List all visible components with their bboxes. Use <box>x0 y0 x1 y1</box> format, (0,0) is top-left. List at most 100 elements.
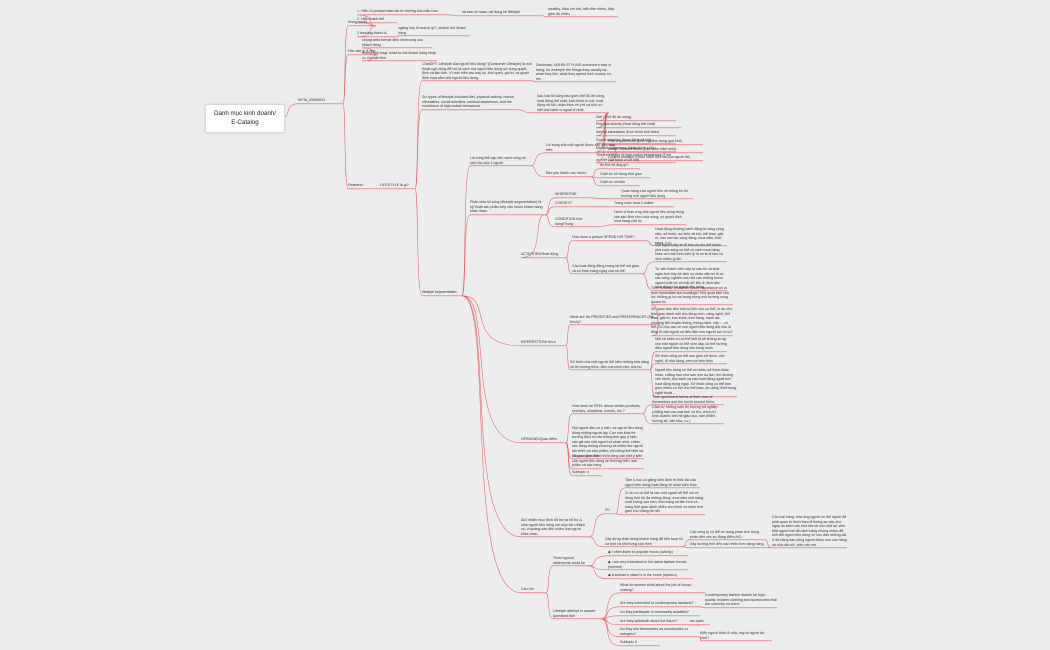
topic-mm1a[interactable]: tại sao nó hoáu, vai đúng kế lifestyle <box>462 10 520 14</box>
connector-line <box>461 295 522 594</box>
topic-w2a[interactable]: Trong cuộc mua 1 online <box>614 201 654 205</box>
topic-op2[interactable]: Mọi người đều có ý kiến, và người tiêu d… <box>572 426 644 458</box>
connector-line <box>361 47 379 56</box>
topic-act1[interactable]: How does a person SPEND HIS TIME? <box>572 235 635 239</box>
topic-lsa1[interactable]: Lối sống thể cập đến cách sống và sinh t… <box>470 156 526 165</box>
topic-qs2f[interactable]: Subtopic 6 <box>620 640 637 644</box>
topic-aio[interactable]: AIO nhắm mục đích hỗ trợ và hỗ trợ & chi… <box>521 518 586 536</box>
topic-s5[interactable]: Medical awareness (Nhận thức y tế) <box>596 146 654 150</box>
topic-op4[interactable]: Subtopic 4 <box>572 470 589 474</box>
topic-research[interactable]: Research <box>348 183 364 187</box>
topic-l1a[interactable]: Dictionary: NGHĨA STYLING someone's way … <box>536 63 612 81</box>
topic-w2[interactable]: CONTEXT <box>555 201 573 205</box>
topic-aio2a1[interactable]: Các loại hàng, nhà ứng người có thể ngườ… <box>772 515 847 547</box>
topic-int1a[interactable]: Their interest: what their place importa… <box>651 286 729 304</box>
topic-mongmuon[interactable]: Mong muốn <box>348 20 367 24</box>
topic-l2[interactable]: Six types of lifestyle included diet, ph… <box>422 95 515 109</box>
topic-int2[interactable]: Sở thích của một người thể hiện những kh… <box>570 360 649 369</box>
topic-l1[interactable]: ChatGPT: Lifestyle của người tiêu dùng? … <box>422 62 532 80</box>
topic-w3a[interactable]: Hành vi thao ứng của người tiêu dùng tro… <box>614 210 684 224</box>
topic-mm2[interactable]: 2. Hiểu thành tiết <box>357 17 385 21</box>
connector-line <box>584 197 622 200</box>
topic-qs1a[interactable]: ◆ I often listen to popular music (activ… <box>608 550 673 554</box>
topic-qs2b1[interactable]: Contemporary fashion stands for high-qua… <box>705 593 777 607</box>
topic-qs2[interactable]: Lifestyle attempt to answer questions li… <box>553 609 596 618</box>
topic-op[interactable]: OPINIONS/Quan điểm <box>521 437 558 441</box>
topic-aio2a[interactable]: Các công ty có thể sử dụng phân tích tro… <box>690 530 759 539</box>
topic-mvm[interactable]: MVTa_20050003 <box>298 98 326 102</box>
topic-act2a[interactable]: Một người dấy xe lễ làm và cho thể khám … <box>655 243 723 261</box>
connector-line <box>641 404 653 415</box>
connector-line <box>544 197 556 216</box>
topic-mm1b[interactable]: wealthy, thảo với hai, hiểu tiền nhiều, … <box>548 7 615 16</box>
topic-mm3a[interactable]: ngặng hay đi search gì?, search thử khác… <box>398 26 467 35</box>
topic-hoi2[interactable]: những tính bagi: what so the khách hàng … <box>362 51 437 60</box>
topic-qs2d[interactable]: Are they optimistic about the future? <box>620 619 678 623</box>
topic-s3[interactable]: Mental stimulation (Kích thích tinh thần… <box>596 130 660 134</box>
connector-line <box>531 80 537 83</box>
topic-w3[interactable]: CONDITION khả dụng/Trong <box>555 217 582 226</box>
root-topic[interactable]: Danh mục kinh doanh/ E-Catalog <box>205 104 285 133</box>
connector-line <box>565 324 571 347</box>
connector-line <box>588 513 606 538</box>
topic-qs2e1[interactable]: Kiểu người thích ở nhà, hay là người ăn … <box>700 631 765 640</box>
topic-s4[interactable]: Social activities (Hoạt động xã hội) <box>596 138 652 142</box>
connector-line <box>599 224 615 228</box>
topic-int1[interactable]: What are his PRIORITIES and PREFERENCES … <box>570 315 654 324</box>
topic-aio1a[interactable]: Tâm lí học cố giảng viên định tri thức đ… <box>625 478 697 487</box>
topic-aio2[interactable]: Xây dựng chân dung khách hàng để tiến ho… <box>605 537 683 546</box>
topic-hoi1[interactable]: chúng weld format điều ohnhvong của khác… <box>362 38 423 47</box>
topic-lifestyle[interactable]: LIFESTYLE là gì? <box>380 183 409 187</box>
connector-line <box>414 188 423 297</box>
connector-line <box>565 240 573 259</box>
connector-line <box>544 214 556 228</box>
topic-qs2b[interactable]: Are they interested in contemporary fash… <box>620 601 694 605</box>
topic-int2a[interactable]: Một cá nhân có có thể biết là sẽ không s… <box>655 337 727 351</box>
topic-qs1c[interactable]: ◆ A woman's place is in the home (opinio… <box>608 573 677 577</box>
connector-line <box>600 618 621 647</box>
topic-qs1[interactable]: Three typical statements could be <box>553 556 586 565</box>
topic-p2[interactable]: Innate characteristics (Đặc điểm bẩm sin… <box>608 147 677 151</box>
topic-lsa1b[interactable]: Bảo yếu thành các nhóm: <box>546 171 587 175</box>
topic-p1[interactable]: Past experiences (Kinh nghiệm trong quá … <box>608 139 683 143</box>
topic-qs2a[interactable]: What do women think about the job of hou… <box>620 583 693 592</box>
topic-lsa[interactable]: lifestyle segmentation <box>422 290 457 294</box>
topic-s1[interactable]: Diet (Chế độ ăn uống) <box>596 115 632 119</box>
topic-int2c[interactable]: Người tiêu dùng có thể có nhiều sở thích… <box>655 368 737 395</box>
topic-act2b[interactable]: Tư vấn thành viên cấp tư cáo tín và khai… <box>655 267 724 290</box>
topic-act1a[interactable]: Hoạt động thường hành động là cáng công … <box>655 227 724 245</box>
topic-qs1b[interactable]: ◆ I am very interested in the latest fas… <box>608 560 687 569</box>
topic-b3[interactable]: Cách tự chi tiêu <box>600 180 626 184</box>
topic-qs2e[interactable]: Do they see themselves as homebodies or … <box>620 627 688 636</box>
topic-int2b[interactable]: Sở thích cũng có thể sao gồm sở thích, v… <box>655 354 725 363</box>
topic-lsa2[interactable]: Phân chia lối sống (lifestyle segmentati… <box>470 200 543 214</box>
topic-qs[interactable]: Câu hỏi <box>521 587 534 591</box>
topic-op1b[interactable]: Cách tư những luận thị trường tốt nghiệp… <box>652 405 718 423</box>
topic-qs2c[interactable]: Do they participate in community activit… <box>620 610 689 614</box>
connector-line <box>600 606 621 620</box>
topic-int1b[interactable]: Sở quan tâm đến một số lĩnh vực cụ thể, … <box>651 307 733 334</box>
topic-op3[interactable]: Các ưu quan niệm thị trưởng cần biết ý k… <box>572 454 643 468</box>
topic-int[interactable]: INTERESTS/Sở thích <box>521 340 556 344</box>
topic-op1[interactable]: How does he FEEL about certain products,… <box>572 404 641 413</box>
topic-qs2d1[interactable]: lạc quan <box>690 619 704 623</box>
topic-mm1[interactable]: 1. Hiểu rõ product thao tác từ trưởng củ… <box>357 9 438 13</box>
topic-w1[interactable]: WHERE/THE <box>555 192 577 196</box>
topic-w1a[interactable]: Quan trọng của người tiêu về thông tin t… <box>621 189 688 198</box>
topic-l2a[interactable]: Sáu loại lối sống bao gồm chế độ ăn uống… <box>537 94 606 112</box>
topic-act2[interactable]: Các hoạt động đáng mang lại thể mà gian … <box>572 264 639 273</box>
topic-hoi[interactable]: Hỏi: cần gì ở app <box>348 49 376 53</box>
connector-line <box>342 54 349 105</box>
topic-mm3[interactable]: 3 tracking thành tồ <box>357 31 387 35</box>
topic-aio1[interactable]: PD <box>605 508 610 512</box>
topic-s2[interactable]: Physical activity (Hoạt động thể chất) <box>596 122 656 126</box>
topic-aio2b[interactable]: Xây hướng tính đến các nhiều hơn đang hà… <box>690 542 764 546</box>
topic-act[interactable]: ACTIVITIES/Hoạt động <box>521 252 559 256</box>
topic-aio1b[interactable]: Vì dụ nó có thể là vào một người sẽ thể … <box>625 491 704 514</box>
topic-op1a[interactable]: Their opinions in terms of their view of… <box>652 395 715 404</box>
topic-b2[interactable]: Cách tự sử dụng thời gian <box>600 172 642 176</box>
topic-b1[interactable]: Ăn thế đó ăng gì? <box>600 163 629 167</box>
topic-s6[interactable]: The excellence of high-notice behaviours… <box>596 153 671 162</box>
topic-lsa1a[interactable]: Lối sống của một người được xác định dựa… <box>546 143 616 152</box>
topic-p3[interactable]: Current situation (Hoàn cảnh hiện tại củ… <box>608 155 691 159</box>
